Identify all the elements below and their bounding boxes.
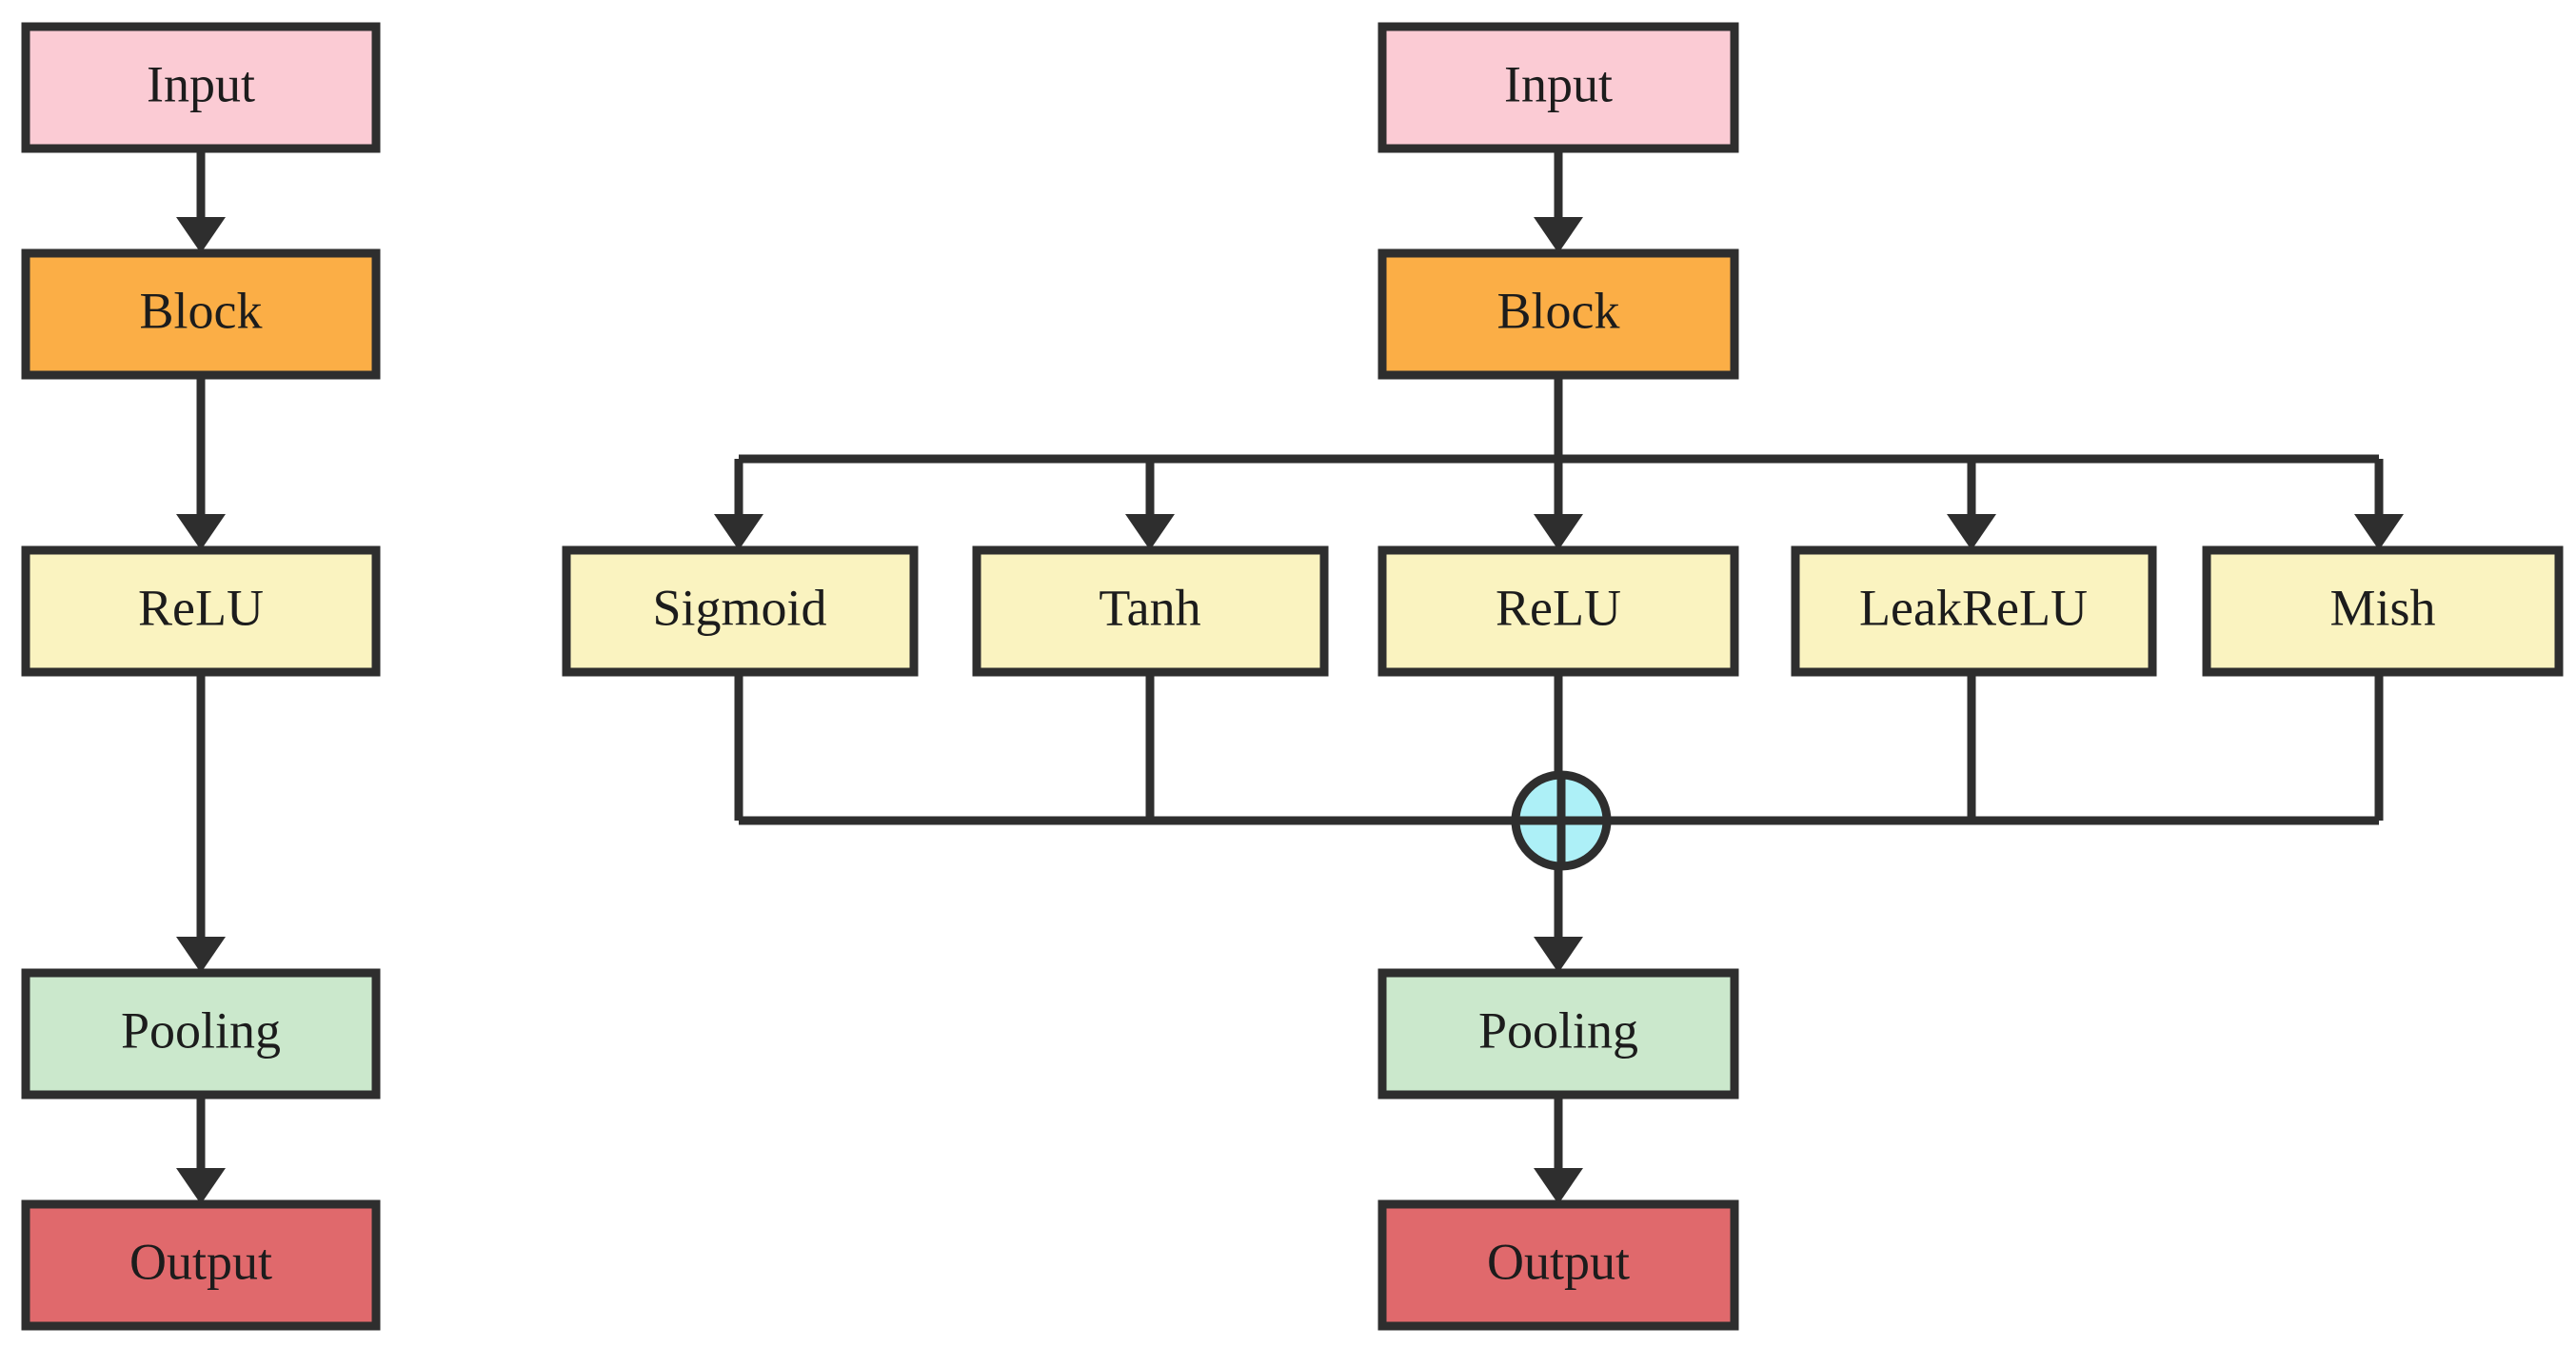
node-right-output-label: Output xyxy=(1487,1233,1630,1290)
node-act-mish[interactable]: Mish xyxy=(2202,545,2564,677)
node-left-block[interactable]: Block xyxy=(21,248,381,380)
node-left-output-label: Output xyxy=(129,1233,272,1290)
node-right-block-label: Block xyxy=(1497,282,1620,339)
node-left-pooling-rect[interactable] xyxy=(21,968,381,1100)
left-branch-edges xyxy=(176,149,226,1204)
right-branch-nodes: Input Block Sigmoid Tanh ReLU LeakReL xyxy=(562,22,2564,1331)
node-left-pooling-label: Pooling xyxy=(121,1001,281,1059)
node-left-relu-rect[interactable] xyxy=(21,545,381,677)
node-act-relu-label: ReLU xyxy=(1496,579,1621,636)
node-act-relu[interactable]: ReLU xyxy=(1377,545,1739,677)
node-left-pooling[interactable]: Pooling xyxy=(21,968,381,1100)
arrowhead-left-relu-to-pooling xyxy=(176,937,226,973)
left-branch-nodes: Input Block ReLU Pooling Output xyxy=(21,22,381,1331)
node-act-sigmoid-label: Sigmoid xyxy=(652,579,826,636)
arrowhead-merge-to-pooling xyxy=(1534,937,1583,973)
node-act-tanh-label: Tanh xyxy=(1099,579,1200,636)
node-act-sigmoid-rect[interactable] xyxy=(562,545,919,677)
node-left-input-rect[interactable] xyxy=(21,22,381,153)
node-act-tanh-rect[interactable] xyxy=(972,545,1329,677)
node-left-block-label: Block xyxy=(140,282,263,339)
node-act-leakrelu-label: LeakReLU xyxy=(1859,579,2088,636)
arrowhead-fanout-to-mish xyxy=(2354,514,2404,550)
node-right-input[interactable]: Input xyxy=(1377,22,1739,153)
arrowhead-fanout-to-sigmoid xyxy=(714,514,763,550)
node-right-block-rect[interactable] xyxy=(1377,248,1739,380)
node-right-pooling-label: Pooling xyxy=(1478,1001,1638,1059)
node-act-mish-label: Mish xyxy=(2329,579,2435,636)
node-left-output[interactable]: Output xyxy=(21,1199,381,1331)
arrowhead-right-pooling-to-output xyxy=(1534,1168,1583,1204)
arrowhead-left-input-to-block xyxy=(176,217,226,253)
node-left-input[interactable]: Input xyxy=(21,22,381,153)
node-right-output-rect[interactable] xyxy=(1377,1199,1739,1331)
node-act-sigmoid[interactable]: Sigmoid xyxy=(562,545,919,677)
node-left-relu[interactable]: ReLU xyxy=(21,545,381,677)
node-act-tanh[interactable]: Tanh xyxy=(972,545,1329,677)
arrowhead-fanout-to-tanh xyxy=(1125,514,1175,550)
right-branch-edges xyxy=(714,149,2404,1204)
node-left-relu-label: ReLU xyxy=(138,579,264,636)
node-act-leakrelu[interactable]: LeakReLU xyxy=(1791,545,2157,677)
node-left-output-rect[interactable] xyxy=(21,1199,381,1331)
node-left-block-rect[interactable] xyxy=(21,248,381,380)
arrowhead-left-block-to-relu xyxy=(176,514,226,550)
node-act-relu-rect[interactable] xyxy=(1377,545,1739,677)
arrowhead-fanout-to-relu xyxy=(1534,514,1583,550)
node-act-mish-rect[interactable] xyxy=(2202,545,2564,677)
arrowhead-right-input-to-block xyxy=(1534,217,1583,253)
arrowhead-fanout-to-leakrelu xyxy=(1947,514,1996,550)
node-right-input-rect[interactable] xyxy=(1377,22,1739,153)
node-right-input-label: Input xyxy=(1504,55,1613,112)
node-left-input-label: Input xyxy=(147,55,255,112)
node-right-pooling[interactable]: Pooling xyxy=(1377,968,1739,1100)
node-right-block[interactable]: Block xyxy=(1377,248,1739,380)
node-right-output[interactable]: Output xyxy=(1377,1199,1739,1331)
arrowhead-left-pooling-to-output xyxy=(176,1168,226,1204)
node-act-leakrelu-rect[interactable] xyxy=(1791,545,2157,677)
node-right-pooling-rect[interactable] xyxy=(1377,968,1739,1100)
